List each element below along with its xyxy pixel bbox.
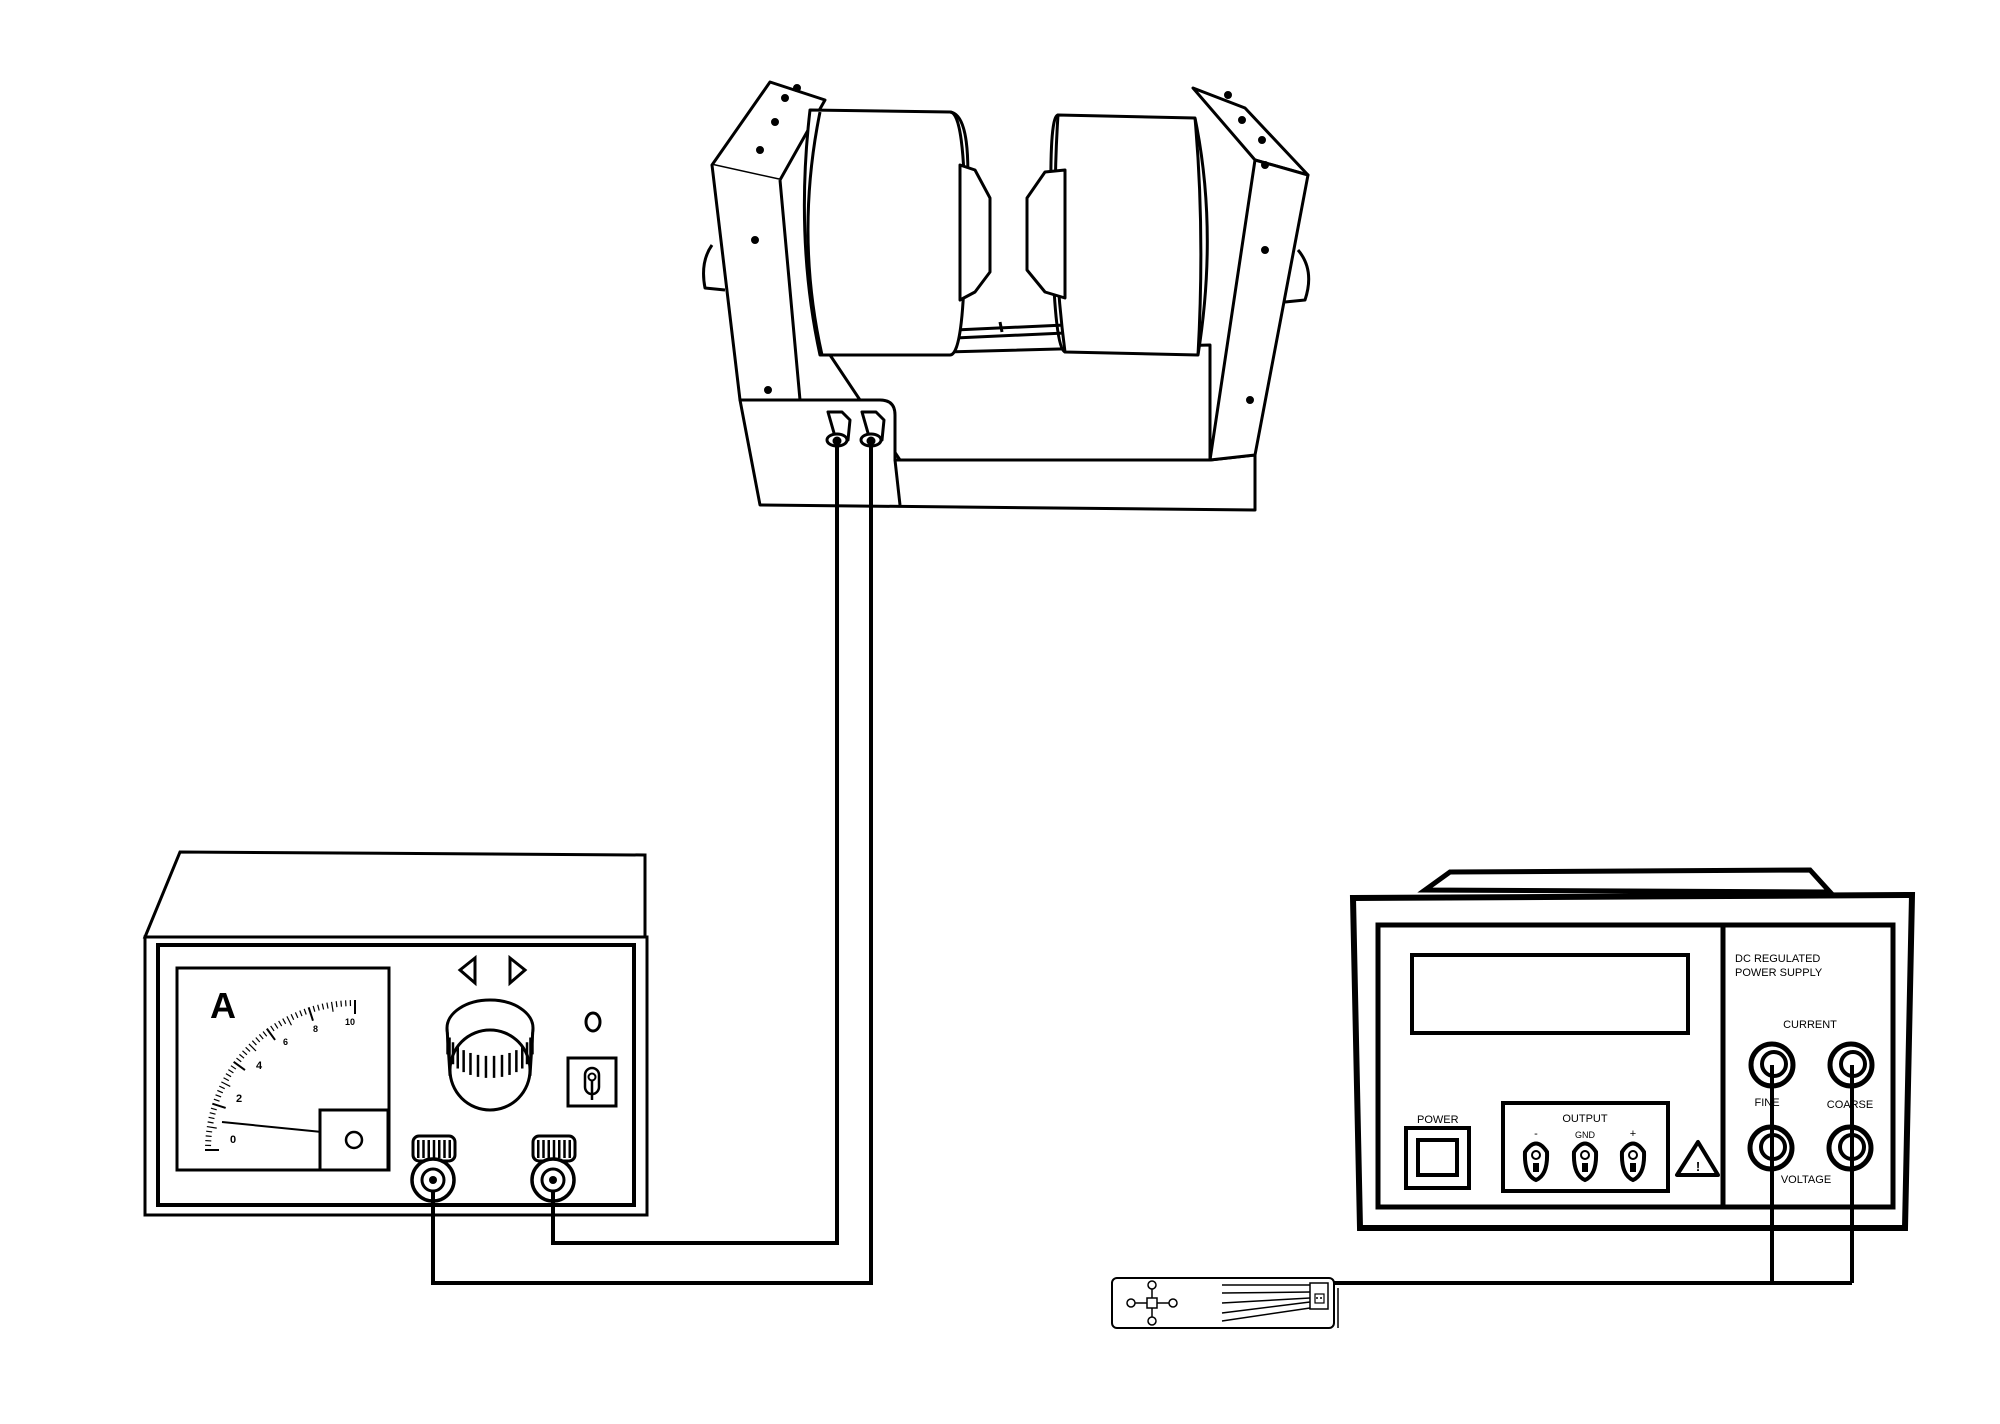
current-label: CURRENT — [1783, 1019, 1837, 1031]
scale-label-6: 6 — [283, 1037, 288, 1047]
output-gnd-label: GND — [1575, 1130, 1596, 1140]
indicator-lamp — [586, 1013, 600, 1031]
power-label: POWER — [1417, 1114, 1459, 1126]
output-minus-label: - — [1534, 1128, 1538, 1140]
magnet-coil-right — [1055, 115, 1207, 355]
psu-title-line2: POWER SUPPLY — [1735, 967, 1823, 979]
scale-label-4: 4 — [256, 1060, 263, 1072]
ammeter-case-top — [145, 852, 645, 940]
output-plus-label: + — [1630, 1128, 1636, 1140]
psu-title-line1: DC REGULATED — [1735, 953, 1820, 965]
output-label: OUTPUT — [1562, 1113, 1608, 1125]
psu-display — [1412, 955, 1688, 1033]
scale-label-0: 0 — [230, 1134, 236, 1146]
hall-probe-icon — [1112, 1278, 1338, 1328]
ammeter-symbol: A — [210, 985, 236, 1026]
output-terminal-gnd[interactable] — [1574, 1144, 1596, 1181]
voltage-label: VOLTAGE — [1781, 1174, 1831, 1186]
range-knob[interactable] — [447, 1000, 533, 1110]
scale-label-8: 8 — [313, 1024, 318, 1034]
psu-handle — [1425, 870, 1830, 892]
power-supply: DC REGULATED POWER SUPPLY POWER OUTPUT -… — [1353, 870, 1912, 1228]
zero-adjust-screw[interactable] — [346, 1132, 362, 1148]
scale-label-2: 2 — [236, 1093, 242, 1105]
fine-label: FINE — [1754, 1097, 1779, 1109]
magnet-pole-right — [1027, 170, 1065, 298]
scale-label-10: 10 — [345, 1017, 355, 1027]
warning-mark: ! — [1696, 1159, 1700, 1174]
output-terminal-minus[interactable] — [1525, 1144, 1547, 1181]
output-terminal-plus[interactable] — [1622, 1144, 1644, 1181]
ammeter: A 0 2 4 6 8 10 — [145, 852, 647, 1215]
magnet-coil-left — [804, 110, 965, 355]
